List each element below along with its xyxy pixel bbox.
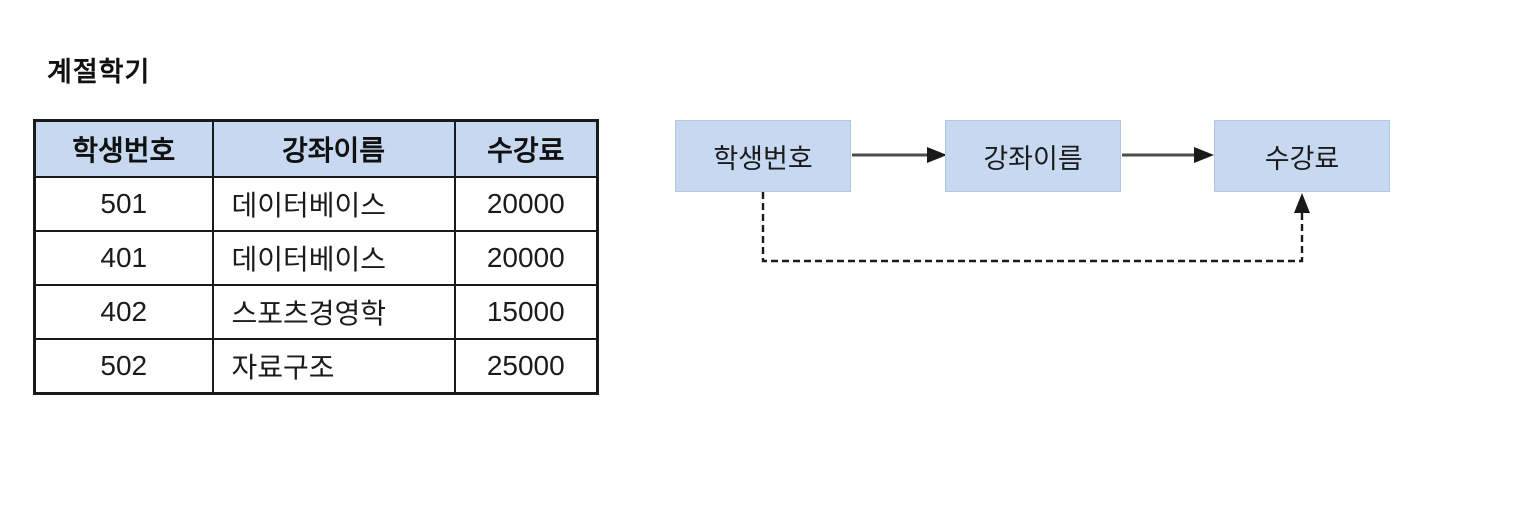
cell-course-name: 데이터베이스 bbox=[211, 230, 456, 286]
dependency-arrows bbox=[761, 147, 1310, 263]
page-title: 계절학기 bbox=[47, 57, 151, 87]
table-row: 501 데이터베이스 20000 bbox=[33, 176, 599, 232]
dependency-diagram: 학생번호 강좌이름 수강료 bbox=[650, 100, 1450, 320]
cell-fee: 25000 bbox=[453, 338, 599, 395]
dashed-transitive-arrow bbox=[761, 192, 1310, 263]
dep-node-label: 수강료 bbox=[1264, 143, 1340, 174]
cell-fee: 20000 bbox=[453, 176, 599, 232]
table-row: 402 스포츠경영학 15000 bbox=[33, 284, 599, 340]
cell-fee: 20000 bbox=[453, 230, 599, 286]
dep-node-student-no: 학생번호 bbox=[675, 120, 851, 192]
cell-course-name: 스포츠경영학 bbox=[211, 284, 456, 340]
col-header-student-no: 학생번호 bbox=[33, 119, 214, 178]
cell-student-no: 402 bbox=[33, 284, 214, 340]
col-header-fee: 수강료 bbox=[453, 119, 599, 178]
cell-student-no: 501 bbox=[33, 176, 214, 232]
dep-node-label: 강좌이름 bbox=[983, 143, 1083, 174]
dep-node-fee: 수강료 bbox=[1214, 120, 1390, 192]
table-row: 502 자료구조 25000 bbox=[33, 338, 599, 395]
table-row: 401 데이터베이스 20000 bbox=[33, 230, 599, 286]
cell-student-no: 502 bbox=[33, 338, 214, 395]
cell-student-no: 401 bbox=[33, 230, 214, 286]
dep-node-label: 학생번호 bbox=[713, 143, 813, 174]
table-header-row: 학생번호 강좌이름 수강료 bbox=[33, 119, 599, 178]
solid-arrow-2 bbox=[1122, 147, 1214, 163]
relation-table: 학생번호 강좌이름 수강료 501 데이터베이스 20000 401 데이터베이… bbox=[33, 119, 599, 395]
solid-arrow-1 bbox=[852, 147, 947, 163]
col-header-course-name: 강좌이름 bbox=[211, 119, 456, 178]
cell-course-name: 자료구조 bbox=[211, 338, 456, 395]
cell-fee: 15000 bbox=[453, 284, 599, 340]
dep-node-course-name: 강좌이름 bbox=[945, 120, 1121, 192]
cell-course-name: 데이터베이스 bbox=[211, 176, 456, 232]
